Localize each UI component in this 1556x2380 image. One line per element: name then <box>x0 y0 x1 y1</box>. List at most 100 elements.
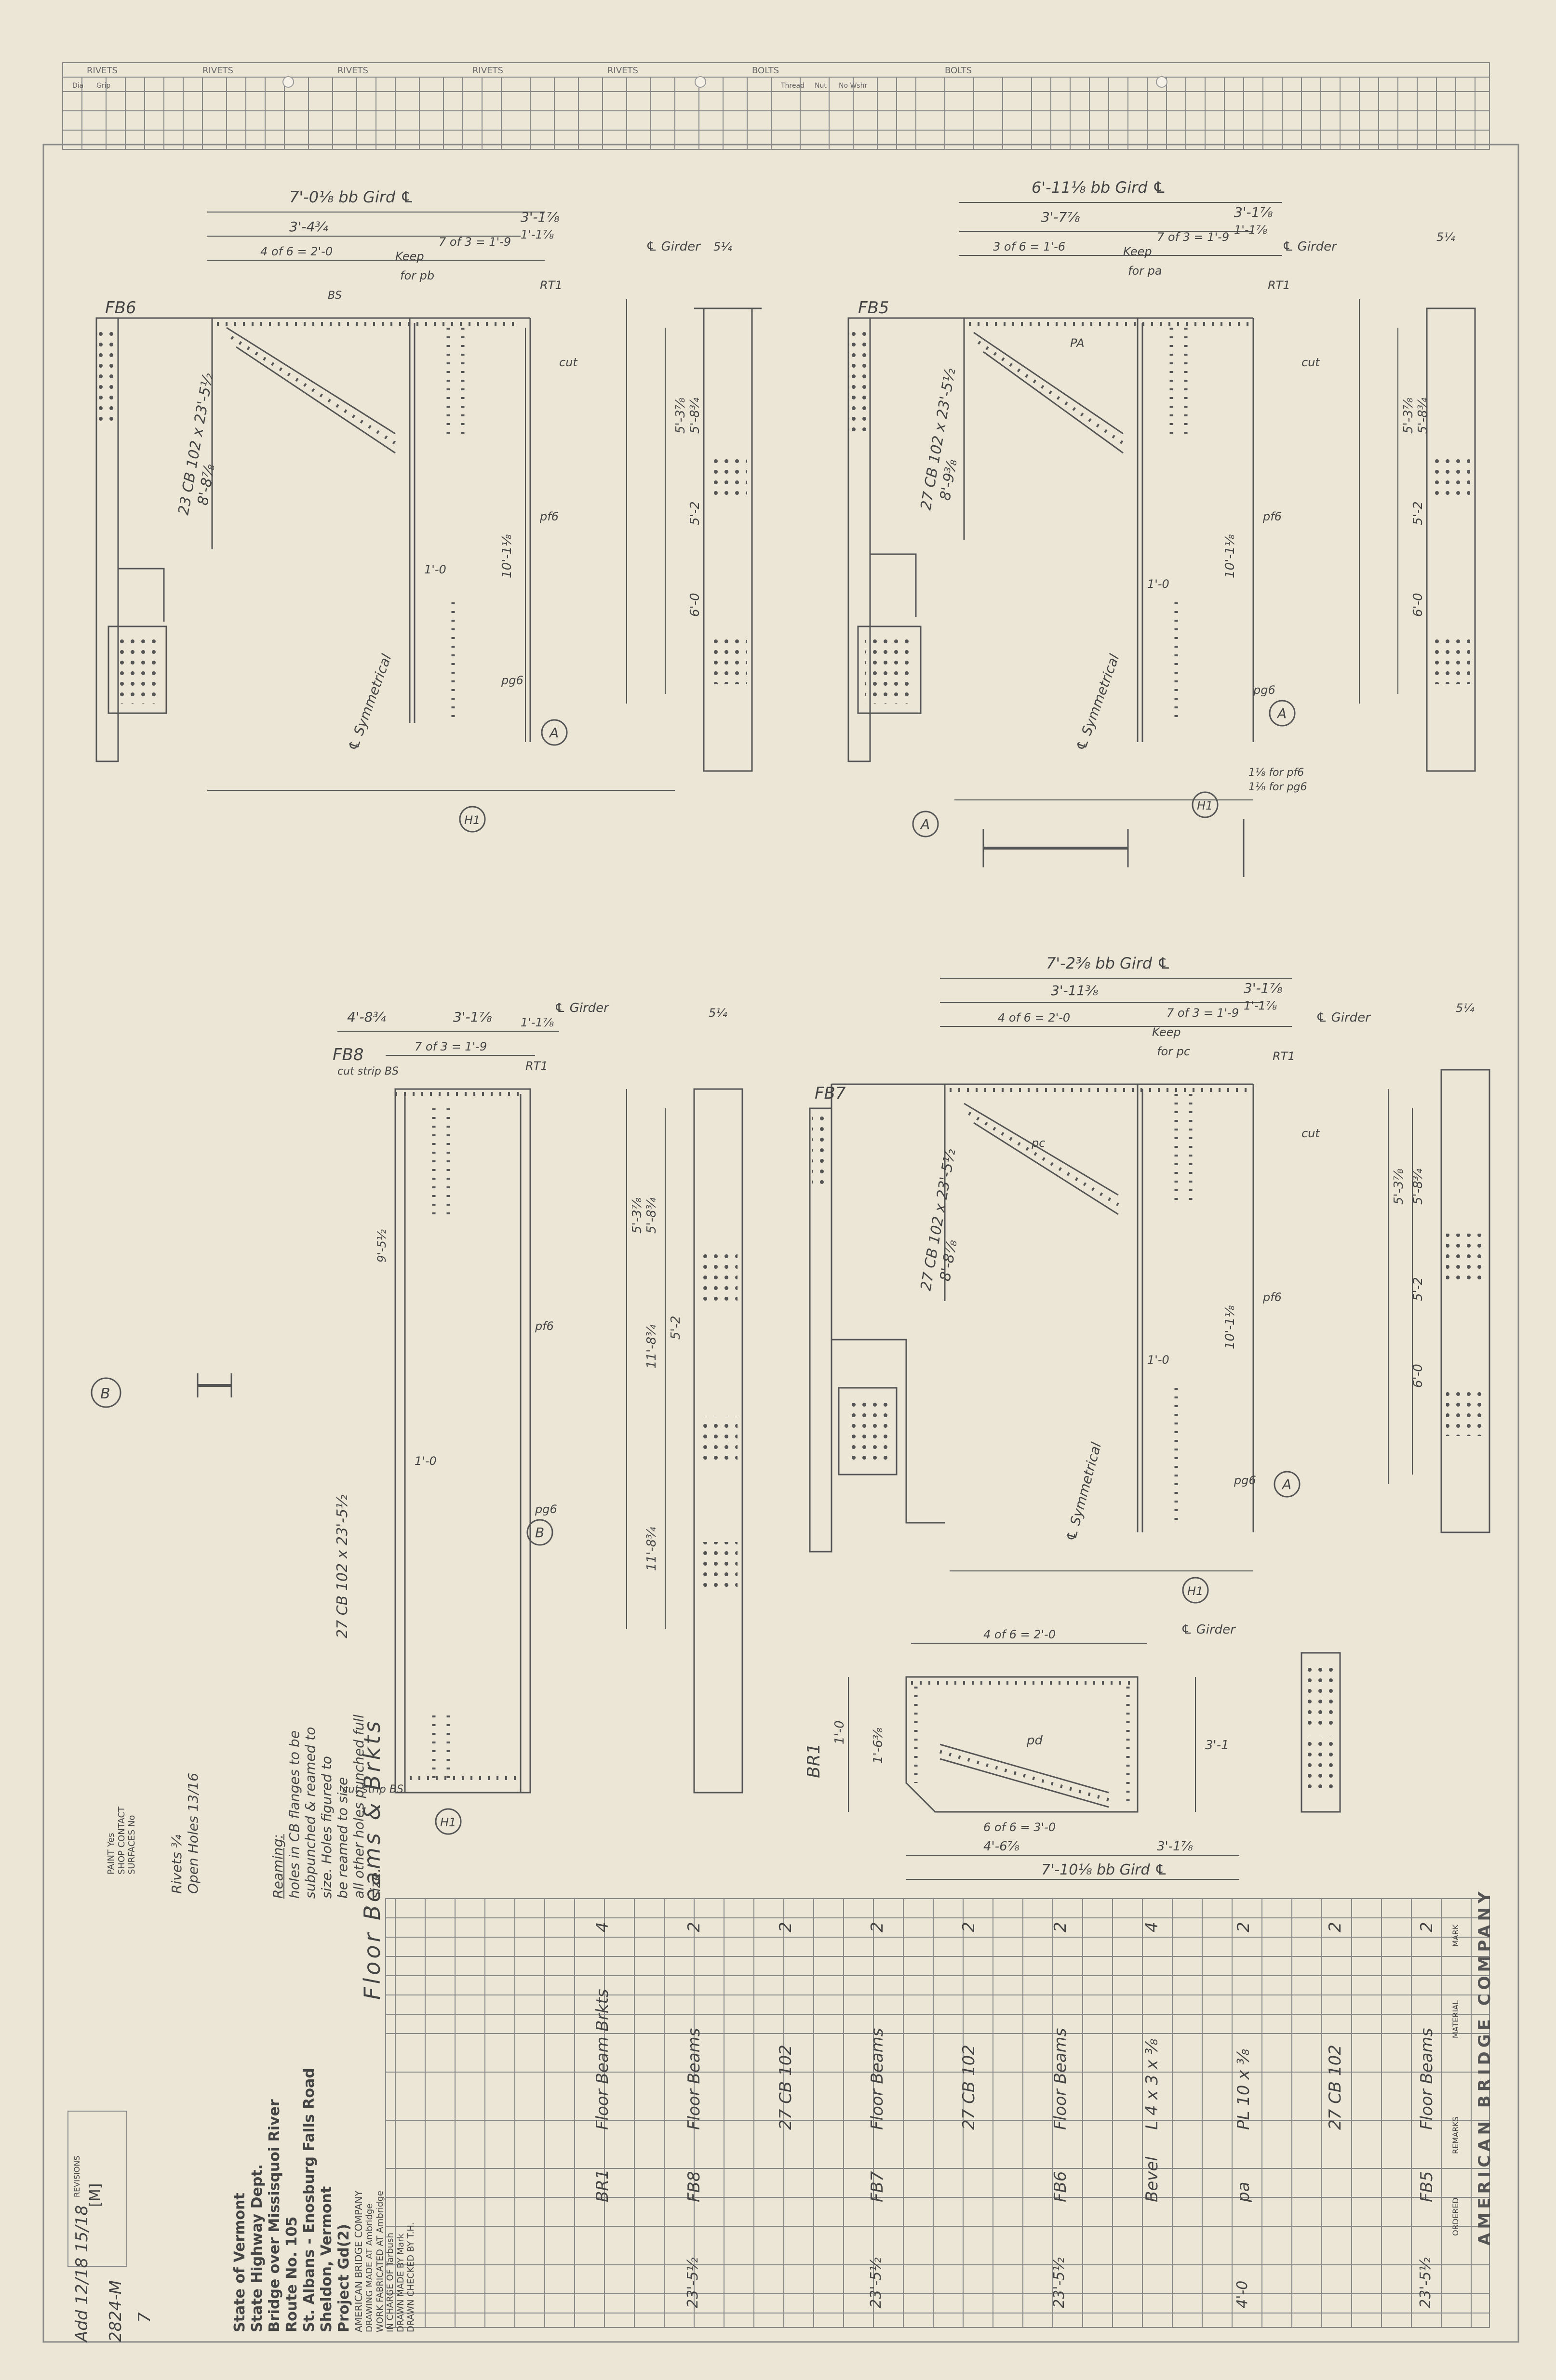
view-fb8 <box>197 1031 743 1794</box>
fb5-rt: RT1 <box>1268 279 1290 292</box>
fb7-for-pc: for pc <box>1157 1045 1190 1058</box>
fb6-sub1: 5'-3⅞ <box>673 398 688 434</box>
fb6-spacing: 4 of 6 = 2'-0 <box>260 245 333 258</box>
fb7-cut: cut <box>1301 1127 1320 1140</box>
fb5-dim-sub: 1'-1⅞ <box>1234 223 1267 237</box>
surfaces-label: SURFACES No <box>127 1815 137 1875</box>
header-rivets-1: RIVETS <box>87 66 118 76</box>
fb5-pa: PA <box>1070 336 1085 350</box>
header-table <box>62 62 1490 150</box>
order-no: 2824-M <box>106 2280 125 2342</box>
rivet-notes: Rivets ¾ Open Holes 13/16 <box>169 1773 201 1894</box>
open-holes-note: Open Holes 13/16 <box>185 1772 201 1894</box>
fb6-callout-circle <box>541 719 568 746</box>
reaming-line-1: holes in CB flanges to be <box>286 1730 302 1899</box>
title-company-small: AMERICAN BRIDGE COMPANY <box>353 2190 364 2332</box>
rivets-note: Rivets ¾ <box>169 1835 185 1894</box>
bom-mark: FB5 <box>1417 2171 1436 2202</box>
br1-mark: BR1 <box>804 1743 824 1778</box>
fb6-for-pb: for pb <box>400 269 434 282</box>
fb5-spacing: 3 of 6 = 1'-6 <box>993 240 1065 253</box>
fb6-sub4: 6'-0 <box>688 593 702 617</box>
fb7-sub1: 5'-3⅞ <box>1392 1169 1406 1205</box>
fb7-bb-gird: 7'-2⅜ bb Gird ℄ <box>1046 954 1171 972</box>
fb6-pg: pg6 <box>501 674 523 687</box>
bom-ordered: 23'-5½ <box>1051 2257 1068 2308</box>
view-fb7-labels: FB7 7'-2⅜ bb Gird ℄ 3'-11⅜ 3'-1⅞ 1'-1⅞ 4… <box>815 954 1475 1604</box>
title-state: State of Vermont <box>231 2193 248 2332</box>
fb6-symmetrical: ℄ Symmetrical <box>345 652 395 753</box>
fb7-seven: 7 of 3 = 1'-9 <box>1167 1006 1239 1020</box>
mark-code: [M] <box>87 2183 104 2207</box>
fb8-cut-strip: cut strip BS <box>337 1065 399 1077</box>
fb7-sub4: 6'-0 <box>1411 1364 1425 1388</box>
view-fb6-labels: FB6 7'-0⅛ bb Gird ℄ 3'-4¾ 3'-1⅞ 1'-1⅞ 4 … <box>105 188 732 833</box>
paint-label: PAINT Yes <box>106 1833 116 1875</box>
header-thread: Thread <box>780 82 805 90</box>
fb7-girder: ℄ Girder <box>1316 1011 1371 1025</box>
fb5-sub1: 5'-3⅞ <box>1401 398 1416 434</box>
bom-header-material: MATERIAL <box>1451 2000 1460 2038</box>
fb5-callout2-circle <box>1192 791 1219 818</box>
title-drawing-made: DRAWING MADE AT Ambridge <box>364 2203 375 2332</box>
fb8-sub4: 5'-2 <box>669 1316 683 1340</box>
fb6-mark: FB6 <box>105 298 136 318</box>
title-project: Project Gd(2) <box>335 2224 352 2332</box>
fb5-cut: cut <box>1301 356 1320 369</box>
fb7-symmetrical: ℄ Symmetrical <box>1063 1441 1104 1543</box>
fb8-rt: RT1 <box>525 1059 548 1073</box>
fb7-callout2: H1 <box>1187 1584 1203 1598</box>
fb6-keep: Keep <box>395 250 424 263</box>
view-fb5 <box>847 202 1476 877</box>
revisions-box <box>67 2111 127 2267</box>
fb6-pf: pf6 <box>539 510 559 523</box>
fb5-bb-gird: 6'-11⅛ bb Gird ℄ <box>1032 178 1166 197</box>
fb7-callout2-circle <box>1182 1577 1209 1604</box>
fb7-spacing: 4 of 6 = 2'-0 <box>998 1011 1070 1024</box>
revisions-label: REVISIONS <box>72 2155 81 2197</box>
bom-qty: 2 <box>684 1922 704 1932</box>
fb5-sub5: 5'-2 <box>1411 501 1425 525</box>
bom-mark: FB7 <box>868 2171 887 2202</box>
fb6-bb-gird: 7'-0⅛ bb Gird ℄ <box>289 188 414 206</box>
fb8-callout: B <box>535 1525 544 1541</box>
bom-desc: Floor Beams <box>684 2028 704 2130</box>
reaming-line-3: size. Holes figured to <box>318 1756 335 1899</box>
bom-company: AMERICAN BRIDGE COMPANY <box>1475 1888 1494 2246</box>
fb8-width: 5¼ <box>709 1006 727 1020</box>
date-line: Add 12/18 15/18 <box>72 2205 92 2342</box>
punch-hole <box>695 76 706 88</box>
fb8-sub2: 5'-8¾ <box>644 1197 659 1234</box>
br1-pd: pd <box>1026 1733 1043 1748</box>
fb5-sub2: 5'-8¾ <box>1416 398 1430 434</box>
view-fb5-labels: FB5 6'-11⅛ bb Gird ℄ 3'-7⅞ 3'-1⅞ 1'-1⅞ 3… <box>858 178 1455 838</box>
bom-mark: FB8 <box>684 2171 704 2202</box>
fb8-pf: pf6 <box>535 1319 554 1333</box>
fb8-sub3: 11'-8¾ <box>644 1325 659 1369</box>
br1-girder: ℄ Girder <box>1181 1622 1236 1637</box>
title-drawn: DRAWN MADE BY Mark <box>395 2233 406 2332</box>
br1-dim-b: 3'-1⅞ <box>1157 1839 1193 1854</box>
bom-qty: 2 <box>1234 1922 1253 1932</box>
fb6-callout: A <box>549 725 559 741</box>
bom-qty: 2 <box>1326 1922 1345 1932</box>
br1-dim-mid: 3'-1 <box>1205 1738 1229 1753</box>
view-br1-labels: BR1 ℄ Girder 4 of 6 = 2'-0 1'-0 1'-6⅜ 3'… <box>804 1622 1236 1878</box>
header-no-wshr: No Wshr <box>839 82 867 90</box>
fb6-dim-left: 3'-4¾ <box>289 219 328 235</box>
bom-qty: 2 <box>1051 1922 1070 1932</box>
fb8-dim-left: 4'-8¾ <box>347 1009 386 1025</box>
br1-dim-top: 1'-0 <box>832 1720 847 1744</box>
bom-qty: 2 <box>868 1922 887 1932</box>
bom-desc: PL 10 x ⅜ <box>1234 2048 1253 2130</box>
bom-mark: Bevel <box>1142 2156 1162 2202</box>
fb5-for-pa: for pa <box>1128 264 1162 278</box>
bom-ordered: 23'-5½ <box>684 2257 701 2308</box>
title-in-charge: IN CHARGE OF Tarbush <box>385 2233 396 2332</box>
fb5-for-pg6: 1⅛ for pg6 <box>1248 781 1307 793</box>
fb5-girder: ℄ Girder <box>1282 239 1338 254</box>
fb7-mark: FB7 <box>815 1084 846 1103</box>
reaming-line-5: all other holes punched full <box>350 1715 367 1899</box>
